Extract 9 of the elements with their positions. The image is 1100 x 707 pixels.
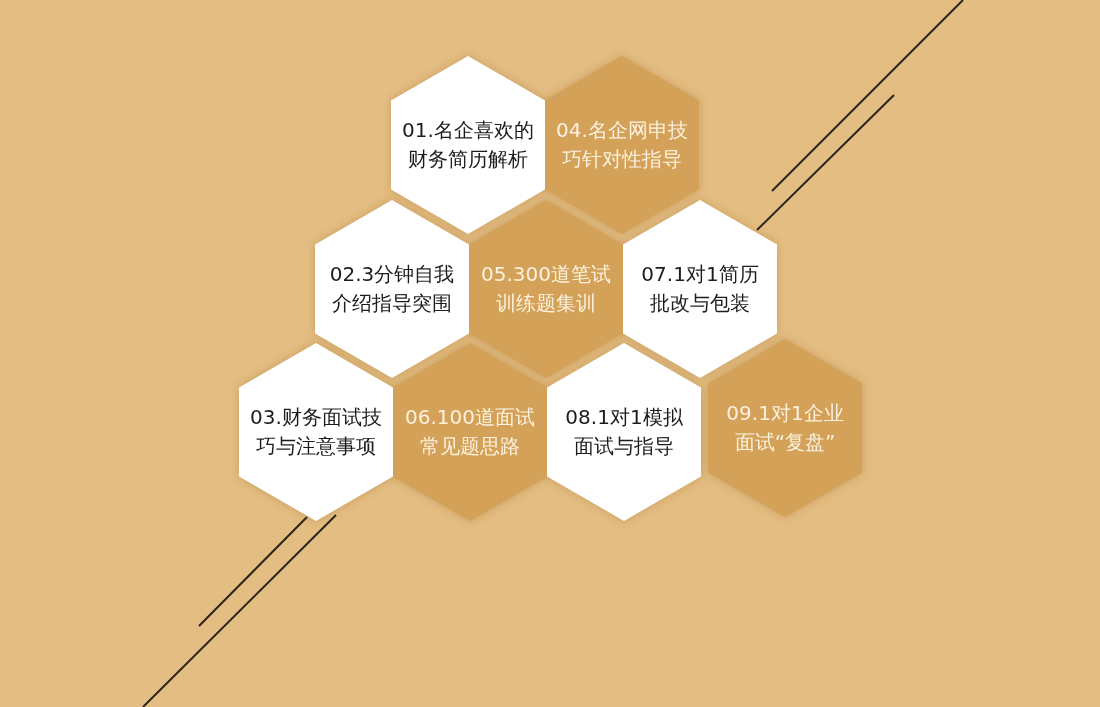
hexagon-label: 02.3分钟自我介绍指导突围 xyxy=(328,261,456,317)
hexagon-label: 09.1对1企业面试“复盘” xyxy=(725,400,845,456)
hexagon-label: 01.名企喜欢的财务简历解析 xyxy=(401,117,535,173)
hexagon-label: 05.300道笔试训练题集训 xyxy=(480,261,612,317)
hexagon-label: 08.1对1模拟面试与指导 xyxy=(564,404,684,460)
hexagon-label: 04.名企网申技巧针对性指导 xyxy=(555,117,689,173)
hexagon-label: 03.财务面试技巧与注意事项 xyxy=(249,404,383,460)
hexagon-label: 06.100道面试常见题思路 xyxy=(404,404,536,460)
hexagon-label: 07.1对1简历批改与包装 xyxy=(640,261,760,317)
